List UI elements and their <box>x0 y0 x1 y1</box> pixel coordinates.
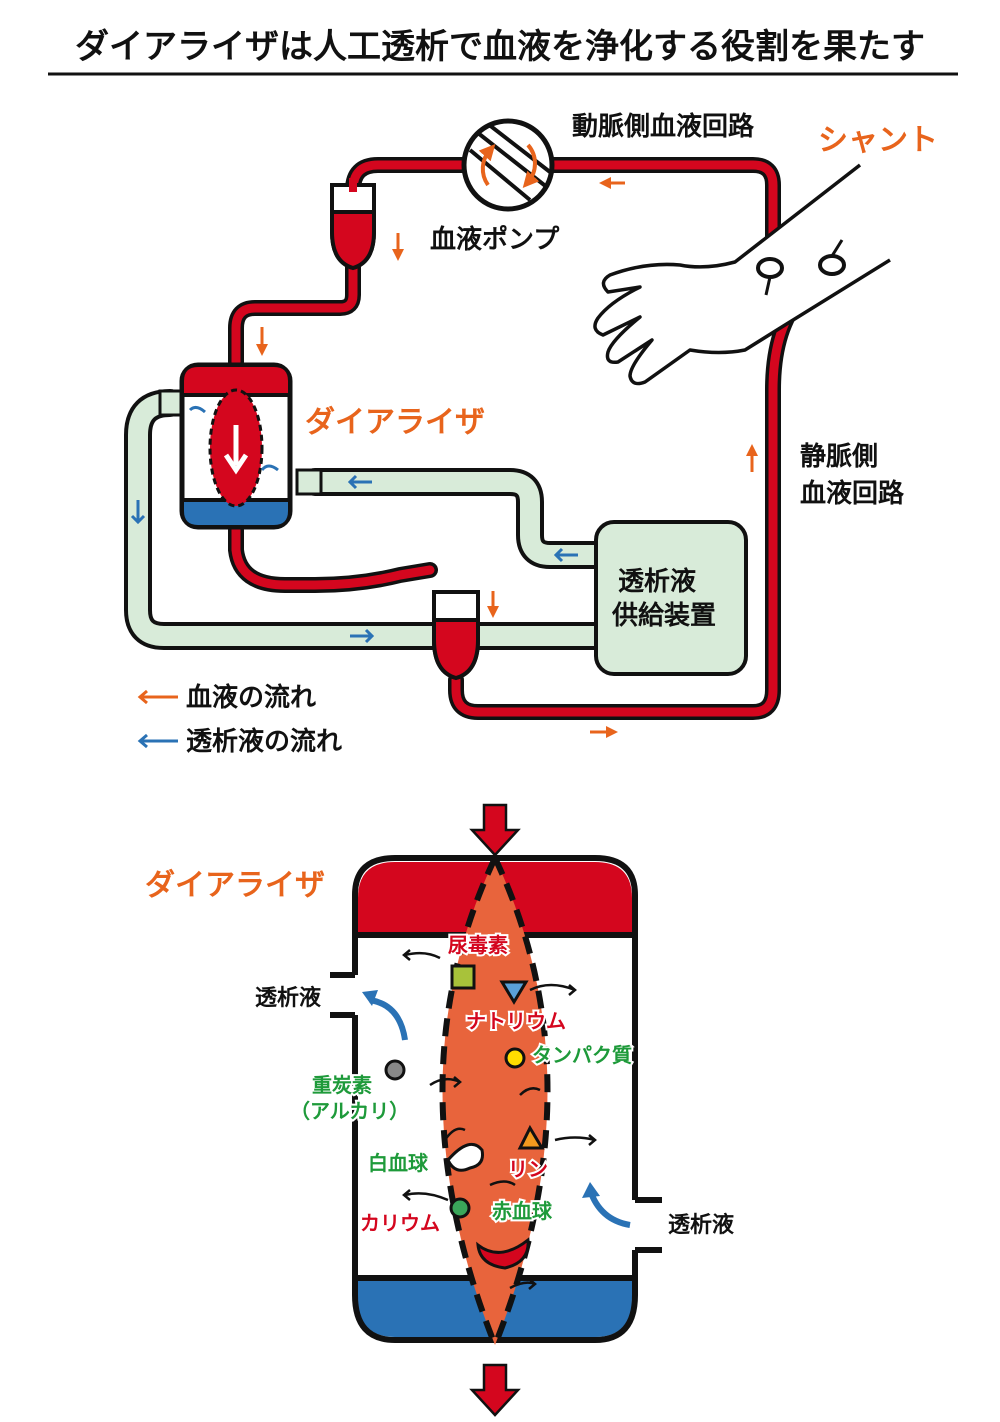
label-potassium: カリウム <box>360 1211 440 1235</box>
dialysate-supply-unit <box>594 520 748 676</box>
label-bicarbonate-1: 重炭素 <box>312 1073 372 1097</box>
dialyzer-label: ダイアライザ <box>305 405 485 440</box>
hand-icon <box>593 163 891 386</box>
legend: 血液の流れ 透析液の流れ <box>137 683 342 757</box>
dialysate-lines <box>124 389 614 650</box>
label-white-cell: 白血球 <box>368 1151 429 1175</box>
drip-chamber-icon <box>432 590 480 681</box>
supply-label-line1: 透析液 <box>618 567 696 597</box>
venous-line-label-1: 静脈側 <box>800 441 878 472</box>
venous-line-label-2: 血液回路 <box>800 478 905 509</box>
blood-pump-label: 血液ポンプ <box>430 224 560 255</box>
arterial-line-label: 動脈側血液回路 <box>572 111 755 142</box>
dialyzer-unit <box>179 362 293 530</box>
dialyzer-detail <box>330 803 662 1417</box>
label-sodium: ナトリウム <box>466 1009 566 1033</box>
outflow-arrow-icon <box>469 1363 521 1417</box>
legend-dialysate-flow: 透析液の流れ <box>186 727 342 757</box>
page-title: ダイアライザは人工透析で血液を浄化する役割を果たす <box>75 27 925 67</box>
blood-pump-icon <box>461 118 555 212</box>
flow-arrow-icon <box>130 177 758 738</box>
shunt-label: シャント <box>818 123 938 158</box>
drip-chamber-icon <box>330 178 376 271</box>
dialysate-label-left: 透析液 <box>255 985 321 1011</box>
detail-dialyzer-label: ダイアライザ <box>145 868 325 903</box>
legend-blood-flow: 血液の流れ <box>186 683 316 713</box>
label-protein: タンパク質 <box>532 1043 632 1067</box>
label-urea-toxins: 尿毒素 <box>448 933 508 957</box>
supply-label-line2: 供給装置 <box>611 600 716 631</box>
label-phosphorus: リン <box>508 1157 548 1181</box>
label-red-cell: 赤血球 <box>492 1199 553 1223</box>
dialysate-label-right: 透析液 <box>668 1212 734 1238</box>
inflow-arrow-icon <box>469 803 521 857</box>
label-bicarbonate-2: （アルカリ） <box>290 1099 409 1123</box>
